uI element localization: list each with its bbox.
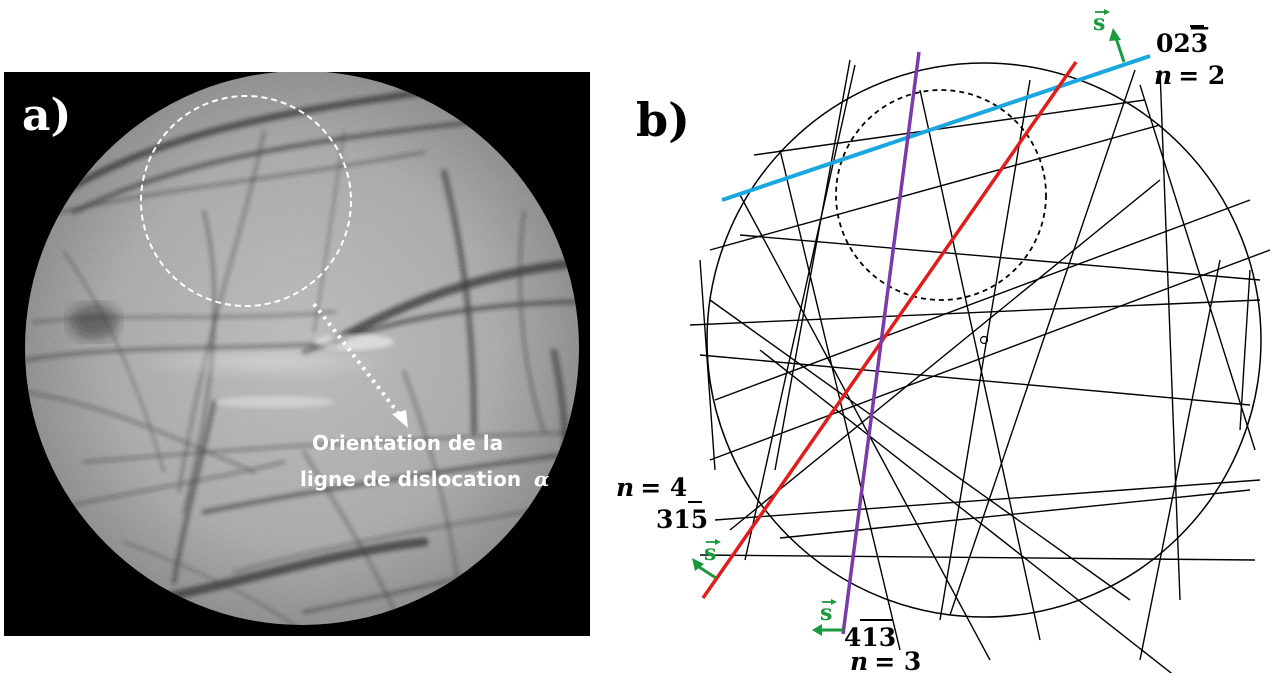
center-marker	[979, 335, 989, 345]
panel-a-label: a)	[22, 90, 71, 141]
blue-s-vector: s	[1093, 9, 1126, 63]
blue-trace-line	[721, 54, 1151, 202]
selected-area-circle	[835, 89, 1047, 301]
panel-b-projection: b)	[600, 0, 1272, 677]
annotation-line-2-group: ligne de dislocation α	[300, 467, 549, 491]
projection-circle	[706, 62, 1262, 618]
orientation-arrow	[312, 302, 404, 420]
blue-s-symbol: s	[1093, 10, 1105, 36]
purple-plane-label: 413	[844, 623, 896, 652]
region-of-interest-circle	[140, 95, 352, 307]
red-plane-label: 315	[656, 505, 708, 534]
purple-n-label: n= 3	[850, 647, 921, 673]
purple-s-symbol: s	[820, 600, 832, 626]
red-s-vector: s	[692, 539, 721, 580]
annotation-line-2: ligne de dislocation	[300, 467, 521, 491]
red-trace-line	[701, 61, 1078, 599]
red-n-label: n= 4	[616, 473, 687, 502]
blue-n-label: n= 2	[1154, 61, 1225, 90]
panel-a-micrograph: a) Orientation de la ligne de dislocatio…	[3, 71, 591, 637]
blue-plane-label: 023	[1156, 29, 1208, 58]
purple-s-vector: s	[812, 599, 843, 636]
micrograph-svg: a) Orientation de la ligne de dislocatio…	[3, 71, 591, 637]
red-s-symbol: s	[704, 540, 716, 566]
annotation-symbol: α	[534, 467, 549, 491]
trace-lines	[689, 59, 1271, 677]
purple-trace-line	[841, 51, 921, 635]
annotation-line-1: Orientation de la	[312, 431, 503, 455]
orientation-arrowhead	[392, 410, 408, 428]
projection-svg: b)	[616, 9, 1271, 677]
panel-b-label: b)	[636, 93, 690, 147]
